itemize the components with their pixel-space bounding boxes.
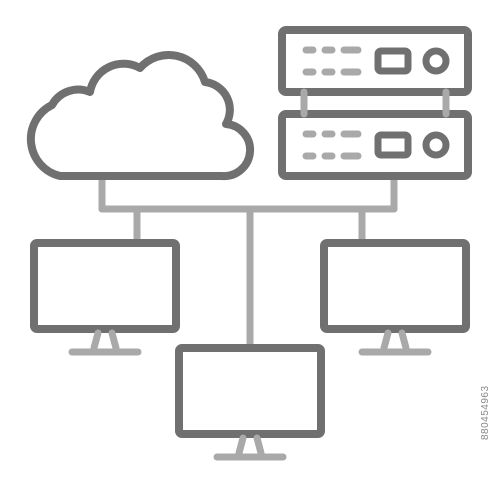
server-bottom-power-icon: [422, 131, 450, 159]
server-rack-icon: [278, 26, 472, 180]
stock-id-label: 880454963: [480, 385, 491, 440]
server-top-drive-slot: [374, 47, 412, 75]
server-top-power-icon: [422, 47, 450, 75]
monitor-left-icon: [30, 239, 180, 356]
monitor-center-screen: [175, 344, 325, 438]
monitor-center-icon: [175, 344, 325, 461]
server-bottom-drive-slot: [374, 131, 412, 159]
network-connectors: [98, 172, 398, 352]
server-unit-top: [278, 26, 472, 96]
monitor-center-stand: [213, 434, 287, 461]
monitor-right-stand: [358, 329, 432, 356]
server-unit-bottom: [278, 110, 472, 180]
cloud-icon: [26, 51, 254, 181]
monitor-right-icon: [320, 239, 470, 356]
server-top-led-rows: [302, 46, 362, 76]
monitor-left-screen: [30, 239, 180, 333]
monitor-right-screen: [320, 239, 470, 333]
server-bottom-led-rows: [302, 130, 362, 160]
monitor-left-stand: [68, 329, 142, 356]
